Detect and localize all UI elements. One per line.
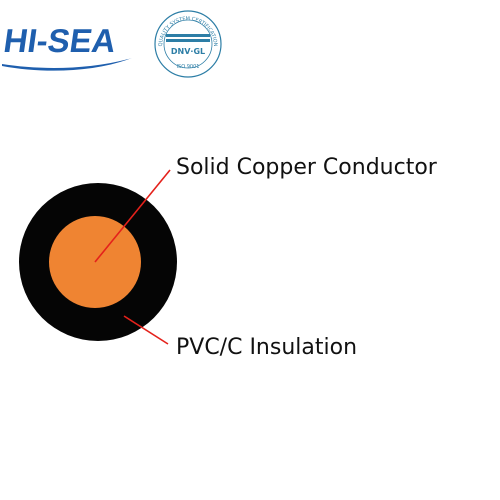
conductor-label: Solid Copper Conductor	[176, 155, 437, 180]
insulation-leader-line	[123, 315, 169, 345]
certification-seal: QUALITY SYSTEM CERTIFICATION DNV·GL ISO …	[154, 10, 222, 78]
seal-standard-text: ISO 9001	[177, 64, 200, 70]
conductor-leader-line	[94, 169, 171, 263]
insulation-label: PVC/C Insulation	[176, 335, 358, 360]
brand-logo: HI-SEA	[0, 10, 135, 71]
seal-body-text: DNV·GL	[171, 47, 205, 56]
brand-swoosh-icon	[2, 58, 132, 71]
